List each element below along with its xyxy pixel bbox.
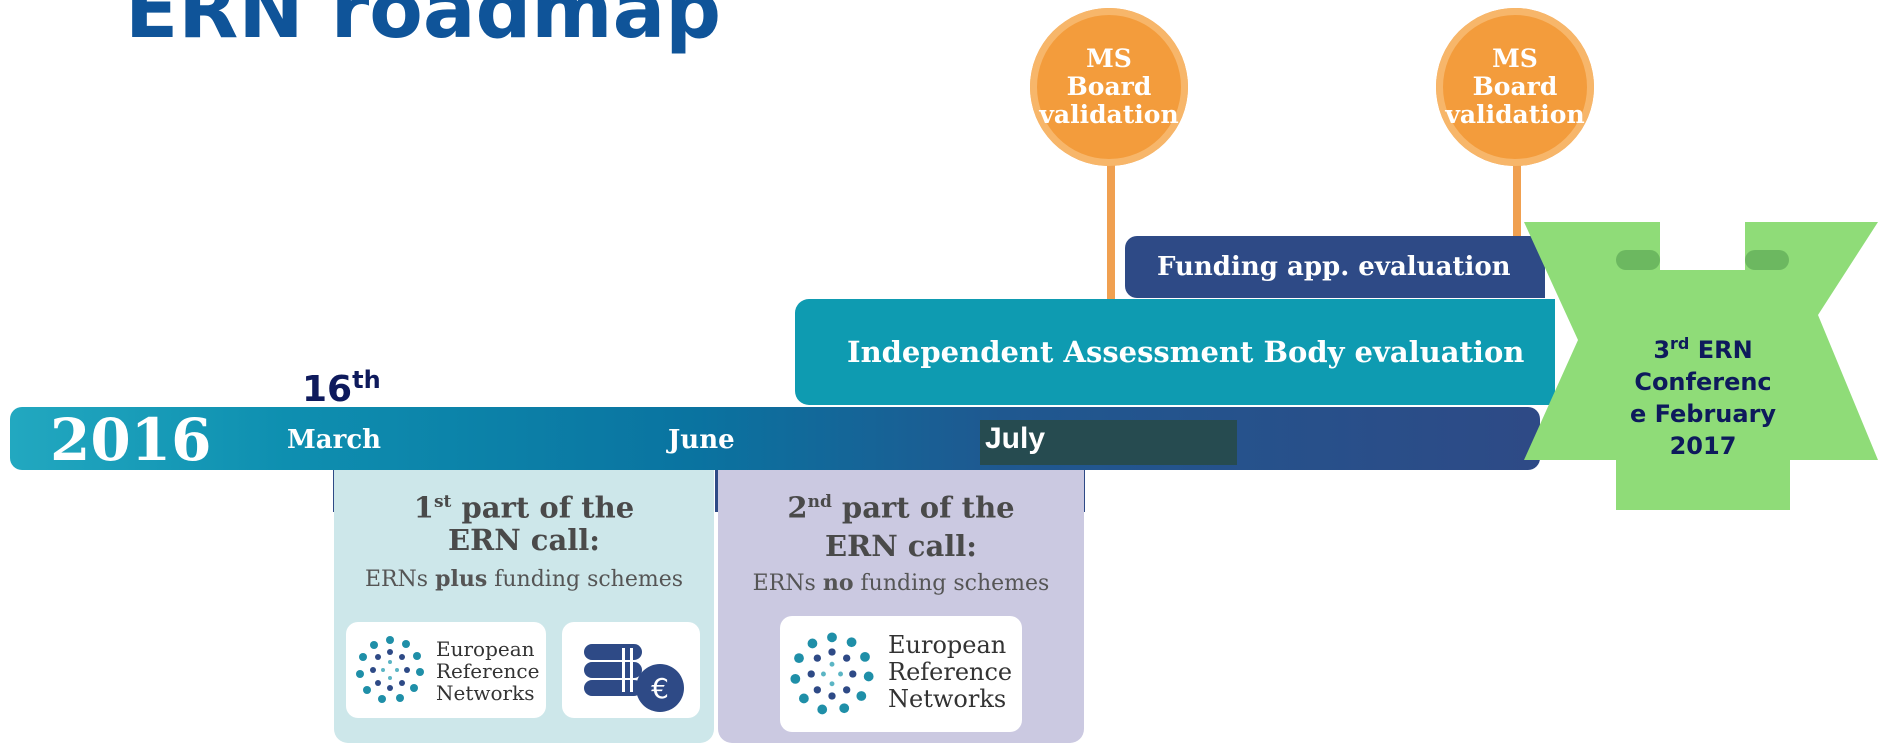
milestone-ms-board-validation-2: MS Board validation [1436,8,1594,166]
logo-line1: European [888,631,1007,659]
logo-line3: Networks [436,681,535,705]
call-title-rest: part of the [451,490,635,525]
milestone-line3: validation [1039,100,1179,129]
logo-line2: Reference [436,659,540,683]
month-march: March [287,425,382,455]
ern-logo-card: European Reference Networks [346,622,546,718]
call-subtitle: ERNs no funding schemes [718,570,1084,596]
conference-line1: 3rd ERN [1613,328,1793,366]
milestone-ms-board-validation-1: MS Board validation [1030,8,1188,166]
conference-ordinal: 3 [1653,336,1671,364]
funding-evaluation-bar: Funding app. evaluation [1125,236,1545,298]
conference-line2: Conferenc [1634,368,1772,396]
timeline-year: 2016 [50,406,212,474]
call-ordinal: 1 [413,490,434,525]
call-sub-post: funding schemes [853,571,1050,596]
ern-logo-card: European Reference Networks [780,616,1022,732]
milestone-line1: MS [1086,44,1132,73]
svg-text:€: € [651,672,669,705]
call-title-line2: ERN call: [825,529,977,563]
call-sub-pre: ERNs [364,567,436,592]
logo-line3: Networks [888,685,1007,713]
call-panel-1: 1st part of the ERN call: ERNs plus fund… [334,470,714,743]
conference-line3: e February [1629,400,1777,428]
call-sub-post: funding schemes [487,567,684,592]
call-ordinal: 2 [787,490,808,525]
logo-line2: Reference [888,658,1013,686]
call-sub-bold: plus [435,566,488,592]
iab-evaluation-bar: Independent Assessment Body evaluation [795,299,1555,405]
timeline-band [10,407,1540,470]
conference-line4: 2017 [1669,432,1737,460]
milestone-line3: validation [1445,100,1585,129]
milestone-line1: MS [1492,44,1538,73]
july-highlight [980,420,1237,465]
call-sub-bold: no [822,570,854,596]
coins-euro-icon: € [584,644,684,712]
timeline-tick [715,470,718,512]
milestone-line2: Board [1472,72,1558,101]
call-title-line2: ERN call: [448,523,600,557]
call-panel-2: 2nd part of the ERN call: ERNs no fundin… [718,470,1084,743]
page-title: ERN roadmap [125,0,722,56]
call-ordinal-suffix: nd [807,492,832,512]
milestone-stem [1513,160,1521,240]
conference-ribbon [1524,222,1878,510]
month-june: June [668,425,735,455]
call-title-rest: part of the [831,490,1015,525]
day-suffix: th [352,366,381,394]
funding-evaluation-label: Funding app. evaluation [1157,252,1511,282]
ern-logo-text: European Reference Networks [436,638,539,704]
milestone-stem [1107,160,1115,300]
day-number: 16 [302,369,353,410]
conference-label: 3rd ERN Conferenc e February 2017 [1613,328,1793,462]
ern-logo-text: European Reference Networks [888,632,1012,713]
ern-logo-icon [790,632,874,715]
funding-icon-card: € [562,622,700,718]
call-title: 2nd part of the [718,484,1084,527]
day-label: 16th [302,366,381,410]
call-subtitle: ERNs plus funding schemes [334,566,714,592]
conference-line1-rest: ERN [1689,336,1753,364]
call-ordinal-suffix: st [433,492,452,512]
call-title: 1st part of the [334,484,714,527]
logo-line1: European [436,637,535,661]
call-sub-pre: ERNs [752,571,823,596]
iab-evaluation-label: Independent Assessment Body evaluation [847,335,1525,369]
milestone-line2: Board [1066,72,1152,101]
conference-ordinal-suffix: rd [1670,334,1690,353]
ern-logo-icon [356,636,424,703]
month-july: July [985,422,1046,455]
